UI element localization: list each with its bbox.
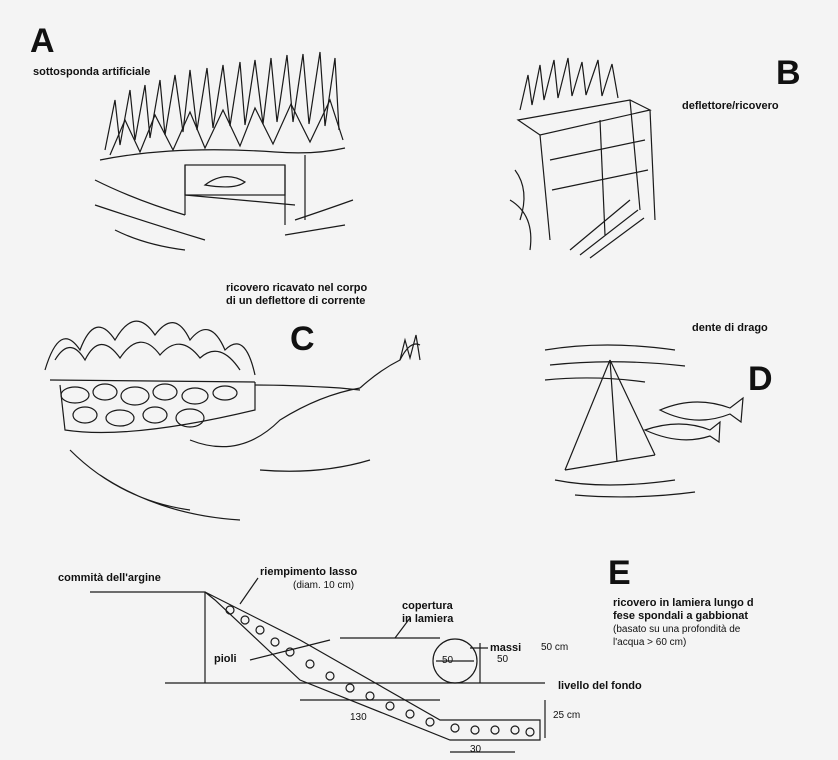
leader-cover [395, 618, 410, 638]
gabion-fill [205, 592, 540, 740]
leader-fill [240, 578, 258, 604]
